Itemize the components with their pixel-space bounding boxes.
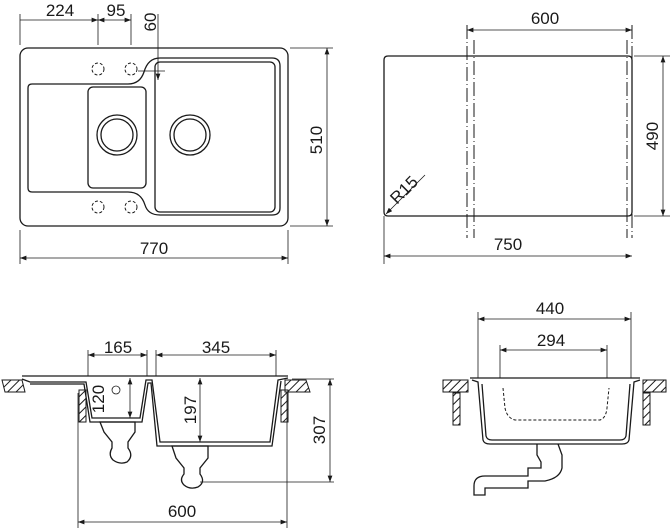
main-drain-trap (171, 445, 209, 489)
dim-600-bottom-label: 600 (168, 502, 196, 521)
dim-345-label: 345 (202, 338, 230, 357)
dimension-lines (477, 312, 632, 378)
cutout-outline (383, 55, 633, 217)
dim-510-label: 510 (307, 126, 326, 154)
top-view: 224 95 60 510 770 (19, 1, 333, 264)
drain-pipe (473, 443, 563, 496)
countertop-left (442, 379, 469, 393)
front-section: 440 294 (442, 299, 667, 496)
bowl-profile-inner (481, 383, 631, 441)
dim-294-label: 294 (537, 331, 565, 350)
countertop-left (1, 379, 26, 393)
dim-600-label: 600 (531, 9, 559, 28)
dimension-lines (19, 14, 333, 264)
dim-224-label: 224 (46, 1, 74, 20)
countertop-right (642, 379, 667, 393)
overflow-icon (111, 385, 121, 395)
tap-hole (124, 200, 138, 214)
cabinet-wall-right (280, 389, 289, 423)
small-drain-icon (96, 114, 138, 156)
dim-307-label: 307 (310, 416, 329, 444)
cutout-view: 600 490 750 R15 (383, 9, 670, 264)
radius-label: R15 (386, 172, 421, 207)
inner-basket-outline (502, 387, 610, 421)
countertop-right (284, 379, 311, 393)
sink-outline (19, 47, 289, 227)
dim-750-label: 750 (494, 235, 522, 254)
dim-120-label: 120 (89, 385, 108, 413)
cabinet-wall-left (78, 389, 87, 423)
main-bowl (154, 61, 276, 213)
dim-165-label: 165 (104, 338, 132, 357)
small-bowl (87, 86, 147, 189)
small-drain-inner (100, 118, 134, 152)
dimension-lines (77, 350, 334, 528)
dim-95-label: 95 (107, 1, 126, 20)
cabinet-wall-left (452, 392, 461, 426)
sink-profile-outer (21, 375, 289, 443)
cabinet-wall-right (642, 392, 651, 426)
main-drain-icon (169, 114, 211, 156)
drainer-and-main-bowl-rim (27, 57, 281, 216)
sink-profile-inner (30, 380, 282, 447)
dim-440-label: 440 (536, 299, 564, 318)
tap-hole (124, 62, 138, 76)
bowl-profile-outer (470, 377, 641, 445)
dimension-lines (383, 27, 670, 264)
side-section: 165 345 120 197 307 600 (1, 338, 334, 528)
main-drain-inner (173, 118, 207, 152)
tap-hole (91, 62, 105, 76)
tap-hole (91, 200, 105, 214)
dim-770-label: 770 (140, 239, 168, 258)
small-drain-trap (99, 421, 136, 464)
dim-197-label: 197 (181, 396, 200, 424)
dim-490-label: 490 (643, 122, 662, 150)
dim-60-label: 60 (141, 13, 160, 32)
